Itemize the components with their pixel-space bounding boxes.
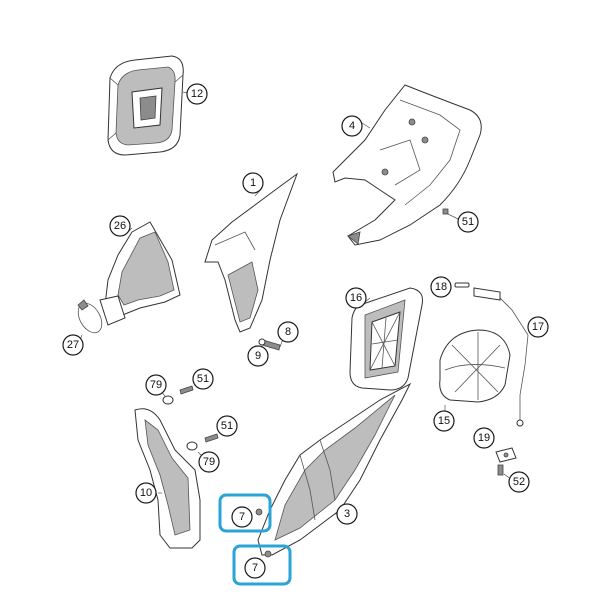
callout-16: 16 (345, 287, 367, 309)
callout-1: 1 (242, 172, 264, 194)
part-18-pin (454, 282, 470, 288)
svg-text:27: 27 (67, 339, 79, 351)
callout-79-b: 79 (198, 451, 220, 473)
part-7-fastener-a (255, 508, 263, 516)
callout-7-b: 7 (244, 557, 266, 579)
part-12-airbox-cover (107, 55, 189, 156)
svg-text:1: 1 (250, 177, 256, 189)
part-27-clamp (77, 299, 103, 341)
part-17-rod (473, 287, 534, 427)
part-3-side-panel (257, 382, 412, 556)
part-10-shroud (134, 408, 201, 549)
callout-26: 26 (109, 215, 131, 237)
callout-79-a: 79 (145, 374, 167, 396)
part-7-fastener-b (264, 550, 272, 558)
highlight-box-7-b (232, 544, 292, 586)
part-51-bolt-b (179, 385, 194, 395)
svg-text:79: 79 (203, 456, 215, 468)
callout-12: 12 (186, 83, 208, 105)
svg-text:7: 7 (252, 562, 258, 574)
callout-10: 10 (135, 482, 157, 504)
svg-text:4: 4 (349, 120, 355, 132)
svg-text:3: 3 (344, 508, 350, 520)
svg-text:79: 79 (150, 379, 162, 391)
callout-4: 4 (341, 115, 363, 137)
callout-51: 51 (457, 211, 479, 233)
svg-text:8: 8 (285, 326, 291, 338)
part-51-bolt-a (442, 208, 459, 220)
callout-19: 19 (473, 427, 495, 449)
callout-51-c: 51 (216, 415, 238, 437)
callout-27: 27 (62, 334, 84, 356)
part-15-cover (439, 329, 511, 412)
callout-9: 9 (247, 345, 269, 367)
callout-17: 17 (527, 316, 549, 338)
part-16-airbox-frame (349, 287, 423, 391)
svg-text:51: 51 (462, 216, 474, 228)
svg-text:26: 26 (114, 220, 126, 232)
callout-18: 18 (430, 276, 452, 298)
part-4-upper-panel (332, 84, 482, 246)
callout-52: 52 (508, 471, 530, 493)
callout-51-b: 51 (192, 368, 214, 390)
callout-7-a: 7 (231, 506, 253, 528)
part-26-air-filter (99, 221, 181, 326)
svg-text:17: 17 (532, 321, 544, 333)
svg-text:18: 18 (435, 281, 447, 293)
callout-8: 8 (277, 321, 299, 343)
callout-3: 3 (336, 503, 358, 525)
svg-text:9: 9 (255, 350, 261, 362)
svg-text:52: 52 (513, 476, 525, 488)
svg-text:16: 16 (350, 292, 362, 304)
part-79-washer-b (186, 441, 205, 459)
svg-text:19: 19 (478, 432, 490, 444)
callout-15: 15 (433, 410, 455, 432)
part-19-bracket (495, 447, 517, 463)
svg-text:12: 12 (191, 88, 203, 100)
svg-text:15: 15 (438, 415, 450, 427)
svg-text:51: 51 (197, 373, 209, 385)
svg-text:10: 10 (140, 487, 152, 499)
part-51-bolt-c (204, 433, 219, 443)
svg-text:51: 51 (221, 420, 233, 432)
highlight-box-7-a (218, 493, 272, 533)
svg-text:7: 7 (239, 511, 245, 523)
part-1-side-cover (204, 172, 299, 333)
